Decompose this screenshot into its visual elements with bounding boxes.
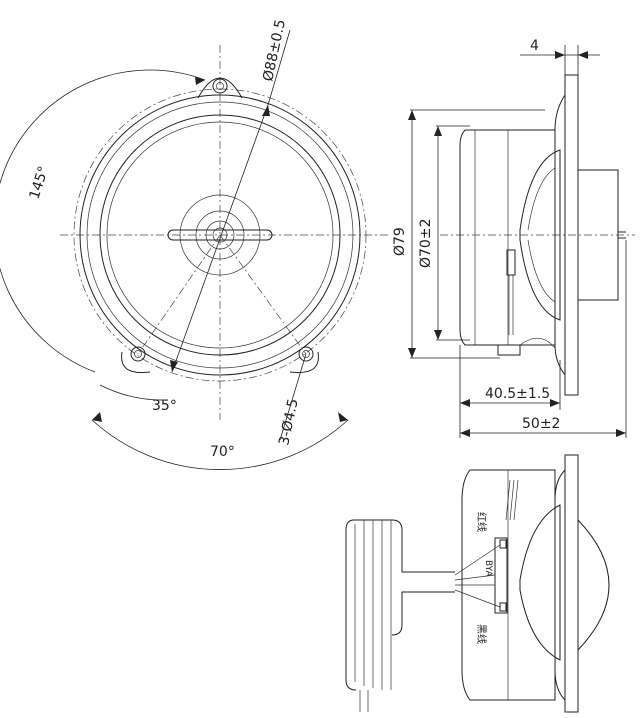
side-cone (519, 149, 561, 321)
front-dim-holes: 3-Ø4.5 (276, 397, 301, 447)
wiring-label-component: BYA (483, 560, 493, 577)
side-dome (578, 169, 619, 301)
front-arc-145-arrow (195, 77, 205, 85)
front-arc-70-arrow-left (92, 412, 102, 422)
wiring-component (494, 537, 508, 614)
side-dim-outer-arrow-top (408, 110, 416, 120)
front-view: Ø88±0.5 145° 35° 70° 3-Ø4.5 (0, 18, 390, 470)
side-dim-flange-arrow-r (578, 51, 588, 59)
front-lug-right (289, 346, 319, 374)
front-arc-70 (91, 419, 349, 470)
front-radial-left (137, 234, 221, 355)
wiring-coil (345, 519, 455, 712)
side-terminal (506, 249, 516, 276)
front-lug-top (197, 77, 243, 99)
front-diameter-arrow-bottom (170, 360, 178, 372)
side-dim-inner-arrow-top (434, 126, 442, 136)
side-dim-body-arrow-r (550, 399, 560, 407)
front-dust-cap-center (205, 220, 235, 250)
front-arc-35 (99, 384, 169, 401)
side-dim-outer-arrow-bottom (408, 348, 416, 358)
front-center-dot (212, 227, 228, 243)
front-mount-circle (73, 88, 367, 382)
front-bridge-bar (167, 229, 273, 241)
front-holes-leader (279, 353, 307, 441)
side-view: 4 Ø79 Ø70±2 40.5±1.5 50±2 (392, 38, 635, 438)
front-arc-70-arrow-right (338, 412, 348, 422)
front-diameter-ext (267, 29, 291, 106)
side-dim-inner-arrow-bottom (434, 330, 442, 340)
side-basket (459, 129, 556, 346)
wiring-basket (461, 469, 556, 701)
side-dim-inner: Ø70±2 (418, 219, 434, 268)
front-surround-inner (106, 121, 334, 349)
wiring-fan-wires (454, 544, 501, 608)
front-dust-cap (195, 210, 245, 260)
front-arc-145 (0, 69, 206, 373)
front-dust-cap-outer (179, 194, 261, 276)
side-dim-flange-arrow-l (555, 51, 565, 59)
front-dim-angle-top: 145° (27, 164, 53, 201)
side-connector (497, 344, 521, 356)
wiring-terminal-bottom (499, 602, 507, 612)
front-outer-rim (79, 94, 361, 376)
side-cone-inner (527, 167, 556, 303)
front-lug-left (121, 346, 151, 374)
front-dim-diameter-mount: Ø88±0.5 (260, 18, 289, 83)
side-connector-wire (519, 337, 556, 349)
wiring-dome (577, 519, 610, 651)
wiring-flange (564, 454, 579, 713)
side-dim-total-arrow-r (616, 429, 626, 437)
front-radial-right (219, 234, 307, 355)
front-dim-angle-bottom: 70° (210, 444, 235, 460)
front-surround (99, 114, 341, 356)
side-dim-depth-body: 40.5±1.5 (485, 386, 550, 402)
front-outer-rim-inner (86, 101, 354, 369)
wiring-spring (505, 479, 519, 521)
side-dim-depth-total: 50±2 (522, 416, 560, 432)
side-flange (564, 74, 579, 396)
wiring-label-red-wire: 红线 (475, 512, 488, 532)
wiring-cone (519, 504, 561, 661)
side-dim-total-arrow-l (460, 429, 470, 437)
wiring-view: 红线 BYA 黑线 (345, 454, 610, 713)
front-dim-angle-small: 35° (152, 398, 177, 414)
side-dim-body-arrow-l (460, 399, 470, 407)
side-terminal-wires (508, 275, 514, 335)
side-dim-outer: Ø79 (392, 227, 408, 256)
front-diameter-arrow-top (262, 105, 270, 116)
wiring-label-black-wire: 黑线 (475, 624, 488, 644)
wiring-terminal-top (499, 539, 507, 549)
front-diameter-leader (171, 104, 269, 373)
side-dim-flange: 4 (530, 38, 539, 54)
